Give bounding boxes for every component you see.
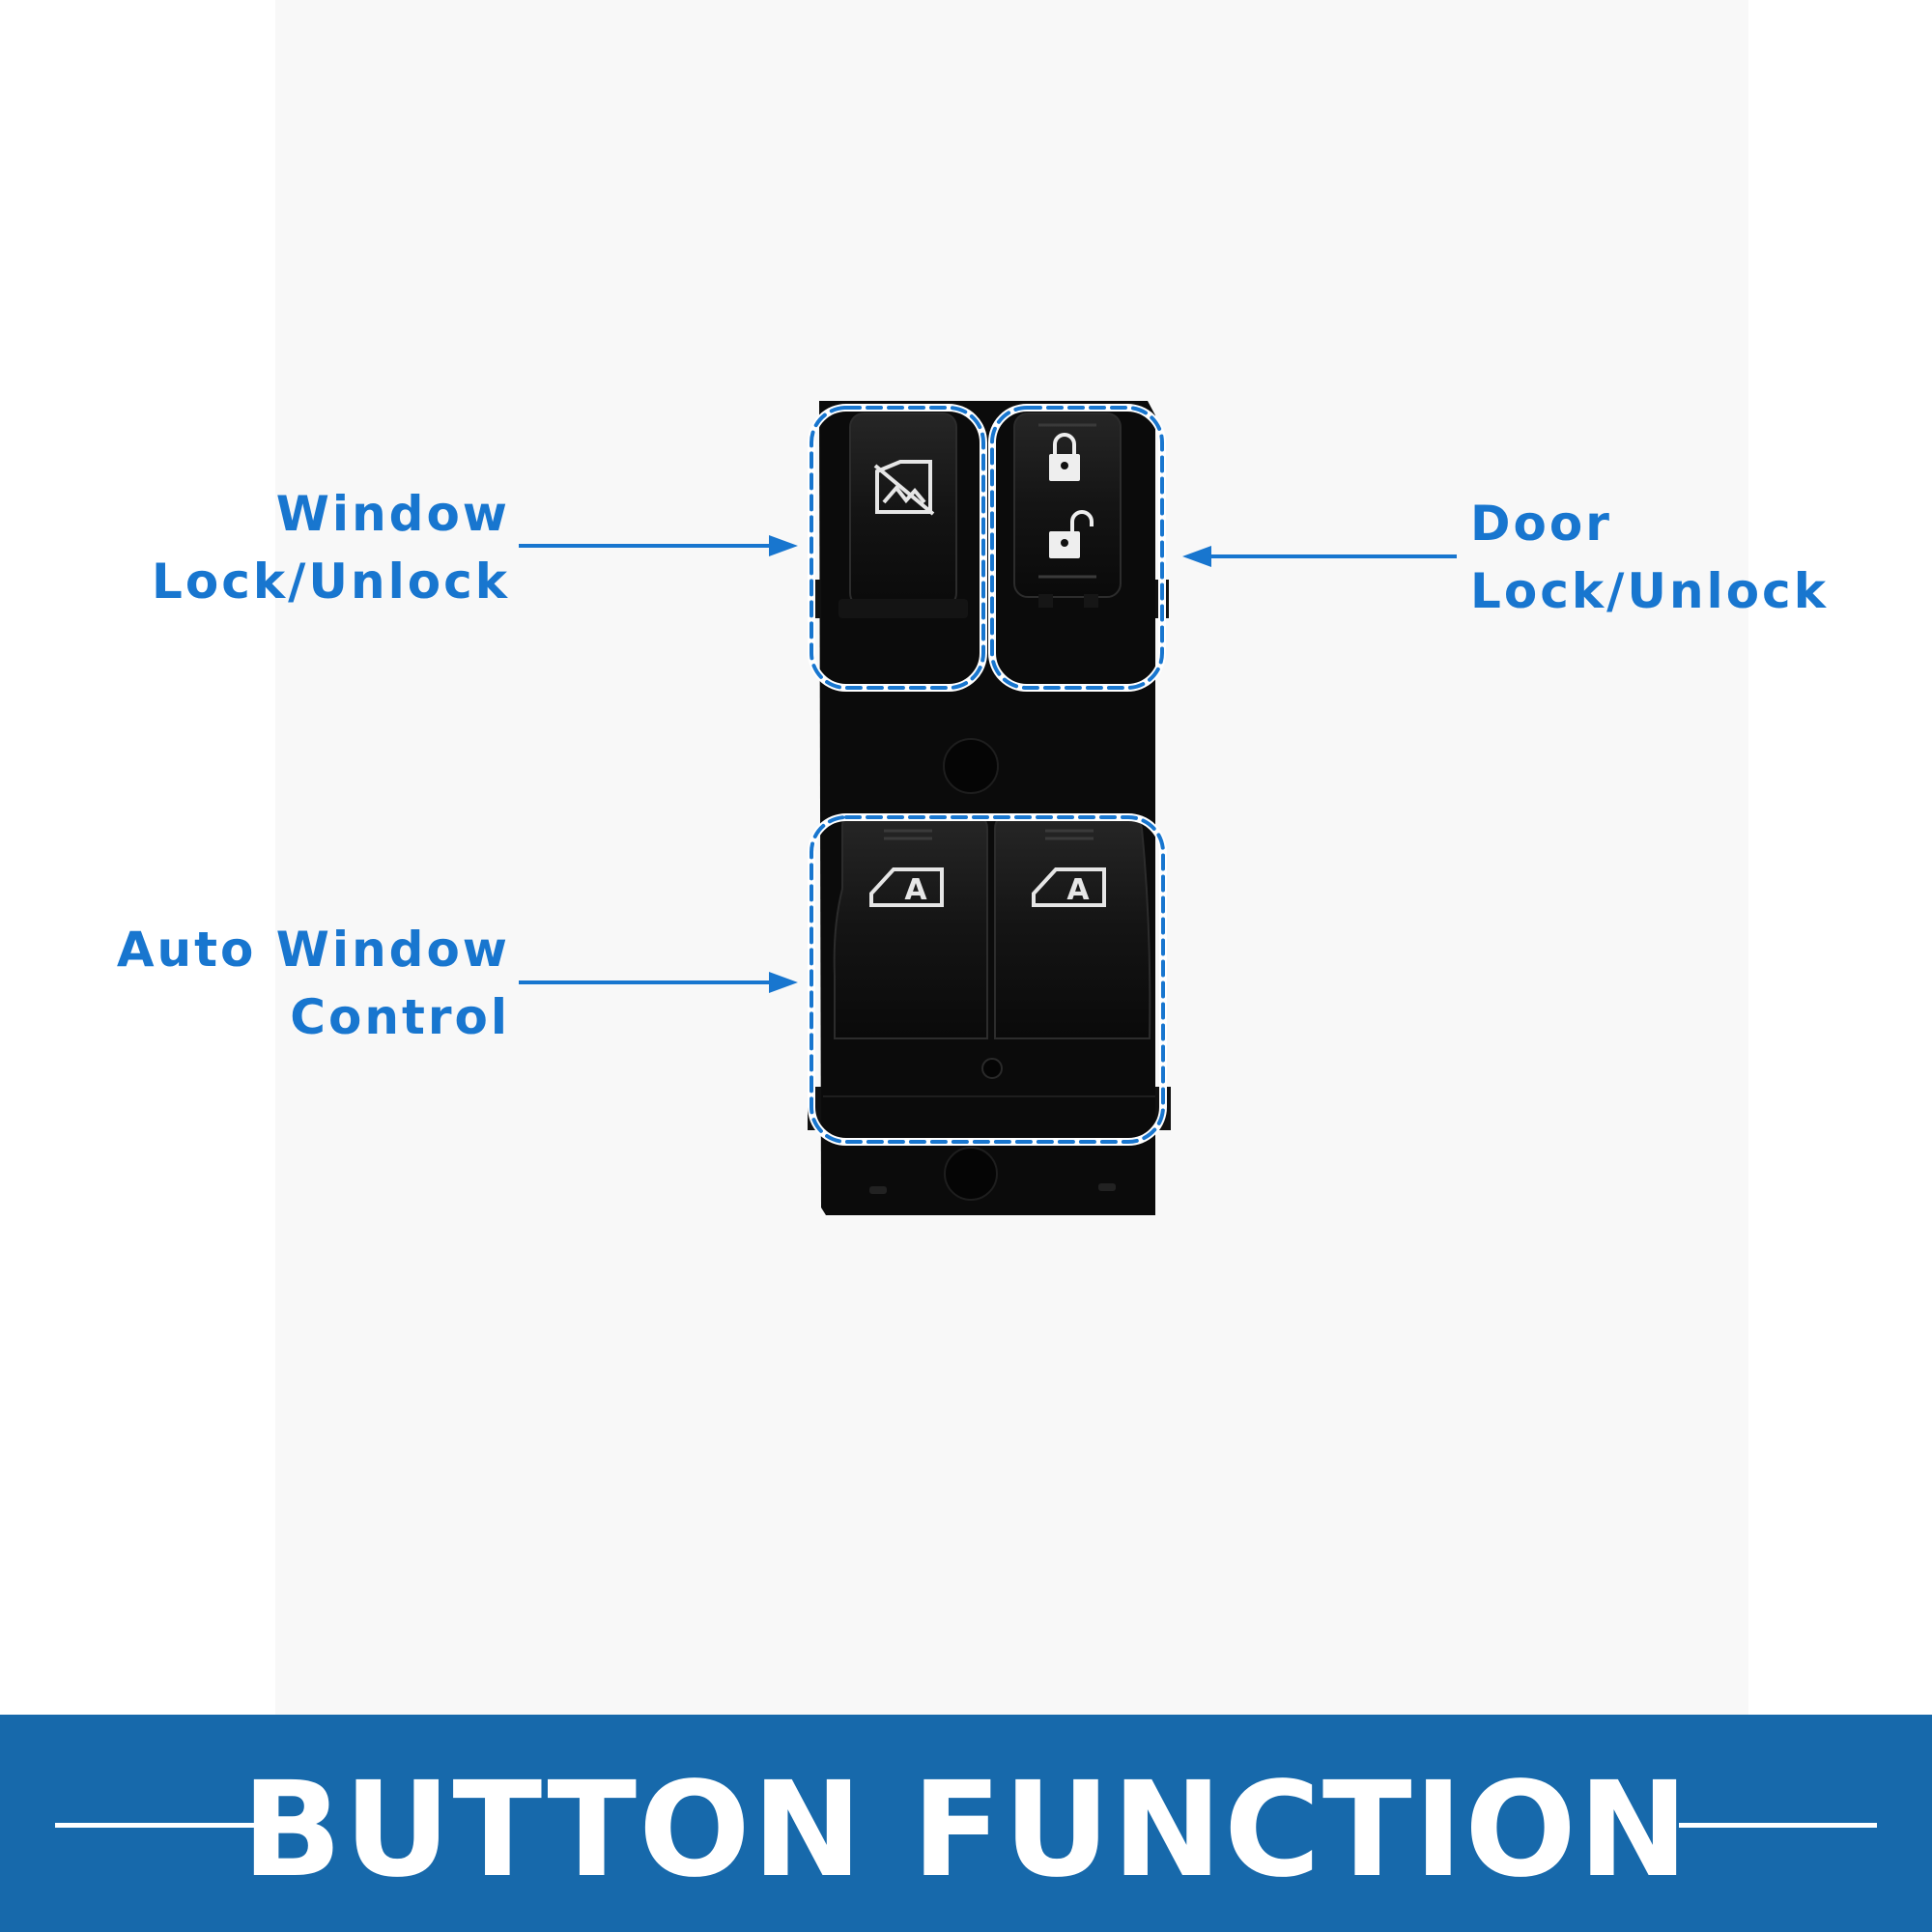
label-line: Lock/Unlock (1470, 563, 1829, 619)
label-door-lock: Door Lock/Unlock (1470, 490, 1829, 625)
mount-hole (944, 1147, 998, 1201)
window-lock-button[interactable] (838, 412, 968, 618)
door-lock-button[interactable] (1013, 412, 1122, 608)
window-switch-panel: A A (808, 401, 1171, 1215)
label-line: Auto Window (116, 922, 510, 978)
window-lock-highlight (808, 404, 987, 692)
window-lock-icon (873, 460, 935, 516)
banner-divider-right (1679, 1823, 1877, 1828)
label-line: Control (290, 989, 510, 1045)
callout-arrows (519, 535, 1457, 993)
label-window-lock: Window Lock/Unlock (152, 480, 510, 615)
label-line: Door (1470, 496, 1612, 552)
arrow-auto-window (519, 972, 798, 993)
lock-closed-icon (1049, 433, 1080, 481)
mount-hole (943, 738, 999, 794)
arrow-window-lock (519, 535, 798, 556)
arrow-door-lock (1182, 546, 1457, 567)
banner-divider-left (55, 1823, 260, 1828)
auto-window-highlight (808, 813, 1167, 1146)
lock-open-icon (1049, 510, 1094, 558)
label-line: Lock/Unlock (152, 554, 510, 610)
auto-letter: A (1066, 873, 1090, 907)
auto-window-icon: A (1032, 867, 1106, 907)
auto-window-icon: A (869, 867, 944, 907)
label-line: Window (275, 486, 510, 542)
label-auto-window: Auto Window Control (117, 916, 510, 1051)
auto-window-button-left[interactable]: A (833, 815, 988, 1039)
door-lock-highlight (988, 404, 1166, 692)
auto-letter: A (904, 873, 927, 907)
bottom-banner: BUTTON FUNCTION (0, 1715, 1932, 1932)
banner-title: BUTTON FUNCTION (242, 1754, 1690, 1907)
